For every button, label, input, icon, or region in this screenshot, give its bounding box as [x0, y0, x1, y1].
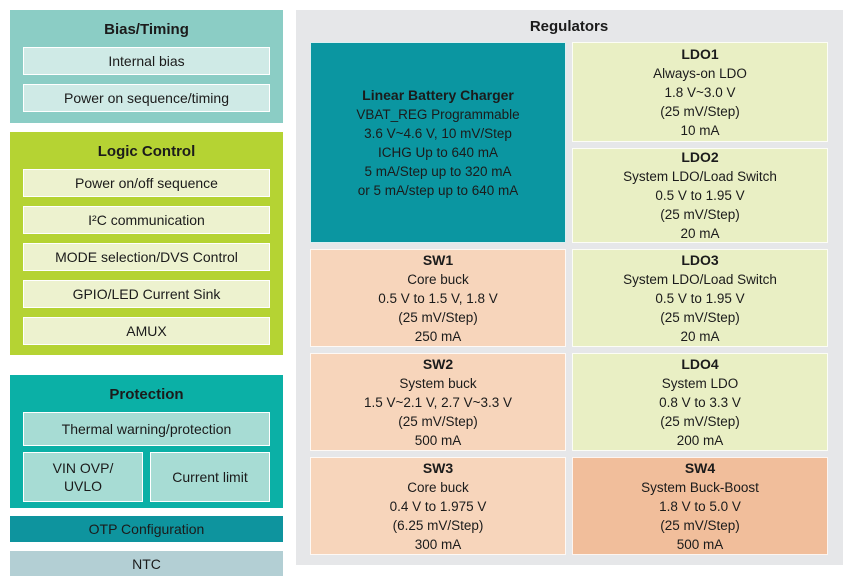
regulator-tile-sw1: SW1 Core buck 0.5 V to 1.5 V, 1.8 V (25 …: [310, 249, 566, 347]
left-column: Bias/Timing Internal bias Power on seque…: [10, 10, 283, 576]
logic-item-mode-dvs: MODE selection/DVS Control: [23, 243, 270, 271]
tile-line: 1.5 V~2.1 V, 2.7 V~3.3 V: [363, 394, 513, 410]
tile-line: (25 mV/Step): [660, 517, 740, 533]
regulators-title: Regulators: [529, 18, 609, 35]
tile-line: 300 mA: [414, 536, 462, 552]
tile-line: 500 mA: [676, 536, 724, 552]
protection-item-thermal: Thermal warning/protection: [23, 412, 270, 446]
tile-line: or 5 mA/step up to 640 mA: [357, 182, 519, 198]
regulators-grid: Linear Battery Charger VBAT_REG Programm…: [310, 42, 828, 555]
regulator-tile-battery-charger: Linear Battery Charger VBAT_REG Programm…: [310, 42, 566, 243]
bias-item-power-on-sequence: Power on sequence/timing: [23, 84, 270, 112]
tile-line: (6.25 mV/Step): [392, 517, 484, 533]
tile-line: 250 mA: [414, 328, 462, 344]
tile-title: SW4: [684, 459, 716, 476]
ntc-bar: NTC: [10, 551, 283, 576]
tile-line: System Buck-Boost: [641, 479, 759, 495]
tile-line: System LDO/Load Switch: [623, 271, 777, 287]
tile-line: 3.6 V~4.6 V, 10 mV/Step: [364, 125, 512, 141]
tile-title: Linear Battery Charger: [362, 86, 514, 103]
tile-line: 10 mA: [680, 122, 720, 138]
tile-line: 20 mA: [680, 328, 720, 344]
tile-line: 0.5 V to 1.5 V, 1.8 V: [378, 290, 498, 306]
tile-title: LDO3: [681, 251, 719, 268]
logic-control-block: Logic Control Power on/off sequence I²C …: [10, 132, 283, 355]
tile-line: 0.4 V to 1.975 V: [389, 498, 487, 514]
protection-item-current-limit: Current limit: [150, 452, 270, 502]
tile-line: 500 mA: [414, 432, 462, 448]
tile-line: 0.8 V to 3.3 V: [659, 394, 741, 410]
logic-item-i2c: I²C communication: [23, 206, 270, 234]
tile-line: 5 mA/Step up to 320 mA: [364, 163, 512, 179]
regulator-tile-ldo1: LDO1 Always-on LDO 1.8 V~3.0 V (25 mV/St…: [572, 42, 828, 142]
bias-timing-title: Bias/Timing: [104, 21, 189, 38]
tile-line: 200 mA: [676, 432, 724, 448]
regulator-tile-sw3: SW3 Core buck 0.4 V to 1.975 V (6.25 mV/…: [310, 457, 566, 555]
tile-line: (25 mV/Step): [398, 309, 478, 325]
protection-block: Protection Thermal warning/protection VI…: [10, 375, 283, 508]
tile-title: SW3: [422, 459, 454, 476]
logic-item-amux: AMUX: [23, 317, 270, 345]
bias-item-internal-bias: Internal bias: [23, 47, 270, 75]
regulator-tile-ldo4: LDO4 System LDO 0.8 V to 3.3 V (25 mV/St…: [572, 353, 828, 451]
tile-line: (25 mV/Step): [398, 413, 478, 429]
tile-line: System buck: [399, 375, 477, 391]
tile-title: LDO2: [681, 149, 719, 165]
bias-timing-block: Bias/Timing Internal bias Power on seque…: [10, 10, 283, 123]
regulators-panel: Regulators Linear Battery Charger VBAT_R…: [296, 10, 843, 565]
tile-line: 1.8 V to 5.0 V: [659, 498, 741, 514]
tile-line: Core buck: [407, 479, 469, 495]
tile-line: (25 mV/Step): [660, 207, 740, 222]
tile-line: System LDO/Load Switch: [623, 169, 777, 184]
regulator-tile-sw2: SW2 System buck 1.5 V~2.1 V, 2.7 V~3.3 V…: [310, 353, 566, 451]
tile-line: System LDO: [661, 375, 739, 391]
tile-line: (25 mV/Step): [660, 413, 740, 429]
regulator-tile-sw4: SW4 System Buck-Boost 1.8 V to 5.0 V (25…: [572, 457, 828, 555]
tile-line: 1.8 V~3.0 V: [664, 84, 736, 100]
protection-split-row: VIN OVP/ UVLO Current limit: [23, 452, 270, 502]
logic-control-title: Logic Control: [97, 143, 196, 160]
tile-line: ICHG Up to 640 mA: [377, 144, 499, 160]
tile-title: LDO1: [681, 45, 719, 62]
tile-line: (25 mV/Step): [660, 309, 740, 325]
regulator-tile-ldo2: LDO2 System LDO/Load Switch 0.5 V to 1.9…: [572, 148, 828, 243]
regulator-tile-ldo3: LDO3 System LDO/Load Switch 0.5 V to 1.9…: [572, 249, 828, 347]
tile-line: (25 mV/Step): [660, 103, 740, 119]
tile-title: SW2: [422, 355, 454, 372]
otp-configuration-bar: OTP Configuration: [10, 516, 283, 542]
tile-line: 0.5 V to 1.95 V: [655, 188, 745, 203]
tile-line: Always-on LDO: [653, 65, 747, 81]
protection-item-vin-ovp-uvlo: VIN OVP/ UVLO: [23, 452, 143, 502]
tile-line: Core buck: [407, 271, 469, 287]
tile-line: VBAT_REG Programmable: [356, 106, 520, 122]
logic-item-gpio-led: GPIO/LED Current Sink: [23, 280, 270, 308]
tile-title: LDO4: [681, 355, 719, 372]
logic-item-power-on-off: Power on/off sequence: [23, 169, 270, 197]
protection-title: Protection: [109, 386, 184, 403]
tile-line: 0.5 V to 1.95 V: [655, 290, 745, 306]
tile-title: SW1: [422, 251, 454, 268]
tile-line: 20 mA: [680, 226, 720, 241]
